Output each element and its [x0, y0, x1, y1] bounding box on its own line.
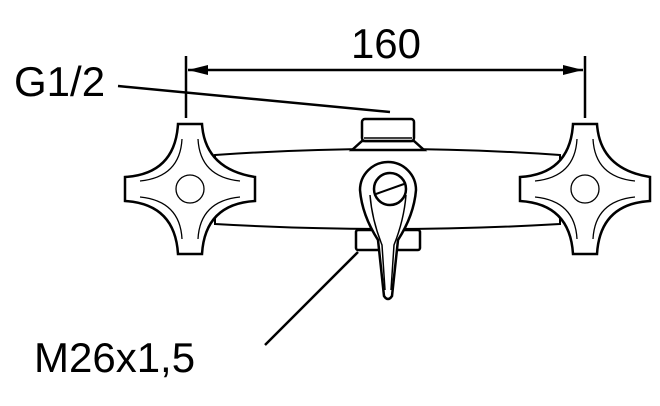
top-connector-nut [360, 117, 416, 143]
left-valve-knob [123, 122, 257, 256]
leader-g12 [117, 84, 391, 114]
right-valve-knob [518, 122, 652, 256]
inlet-thread-label: G1/2 [14, 58, 105, 105]
outlet-thread-label: M26x1,5 [34, 334, 195, 381]
top-connector-base [348, 139, 428, 152]
leader-m26 [264, 251, 359, 346]
dimension-label: 160 [351, 20, 421, 67]
